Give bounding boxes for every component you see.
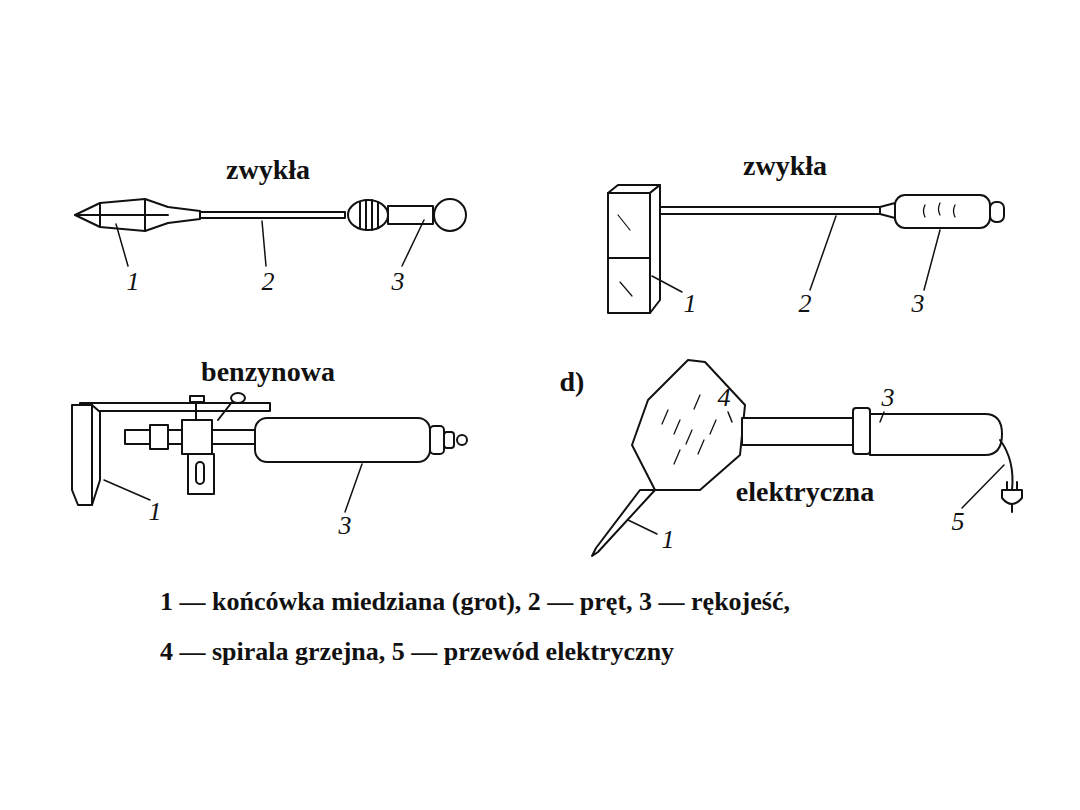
iron-title: benzynowa	[201, 357, 335, 388]
callout-number: 2	[799, 290, 812, 319]
callout-number: 1	[149, 498, 162, 527]
callout-number: 1	[684, 290, 697, 319]
iron-title: zwykła	[226, 155, 310, 186]
callout-number: 3	[339, 512, 352, 541]
callout-number: 3	[882, 384, 895, 413]
iron-title: zwykła	[743, 151, 827, 182]
legend-text: 1 — końcówka miedziana (grot), 2 — pręt,…	[160, 588, 790, 617]
figure-letter: d)	[560, 367, 585, 398]
callout-number: 3	[912, 290, 925, 319]
pointed-iron	[75, 199, 466, 266]
callout-number: 3	[392, 268, 405, 297]
callout-number: 5	[952, 508, 965, 537]
callout-number: 1	[127, 268, 140, 297]
callout-number: 1	[662, 526, 675, 555]
electric-iron	[592, 360, 1022, 556]
iron-title: elektryczna	[736, 477, 874, 508]
callout-number: 2	[262, 268, 275, 297]
petrol-iron	[72, 393, 467, 512]
callout-number: 4	[718, 384, 731, 413]
legend-text: 4 — spirala grzejna, 5 — przewód elektry…	[160, 638, 674, 667]
